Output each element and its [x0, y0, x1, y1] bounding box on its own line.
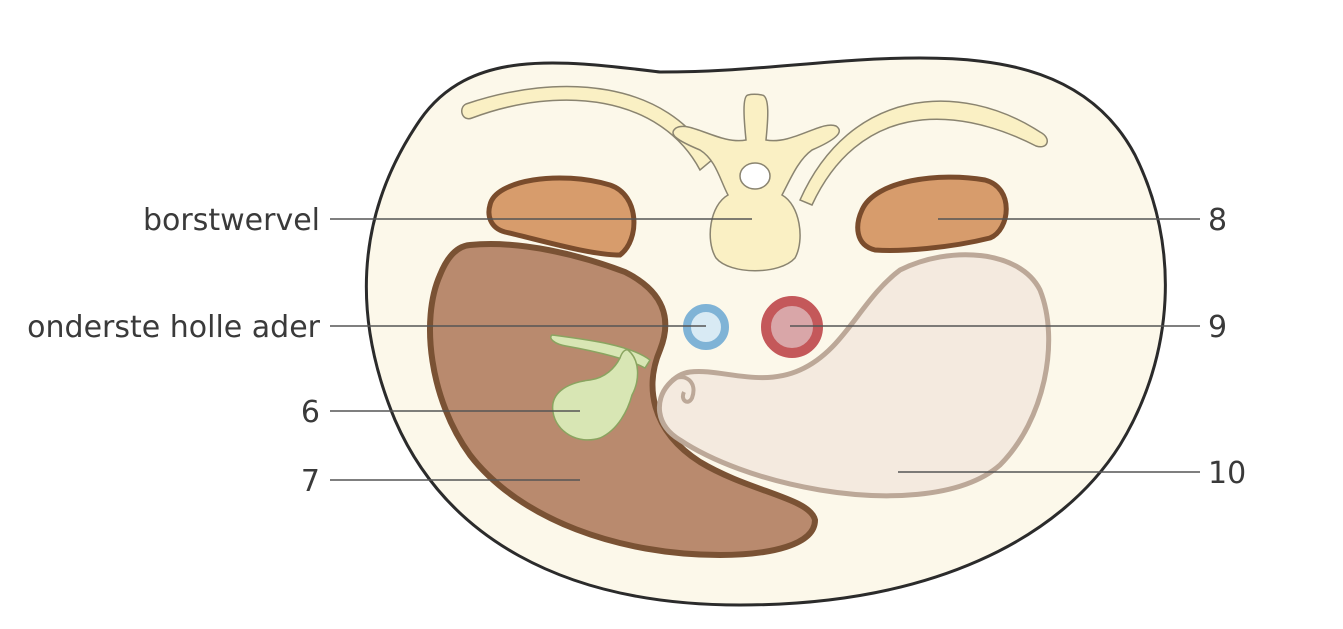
label-6: 6 — [301, 395, 320, 430]
stomach — [656, 252, 1052, 499]
rib-right — [799, 100, 1048, 206]
label-7: 7 — [301, 464, 320, 499]
label-9: 9 — [1208, 310, 1227, 345]
vena-cava — [683, 304, 729, 350]
pylorus — [670, 375, 696, 404]
label-onderste-holle-ader: onderste holle ader — [27, 310, 321, 345]
gallbladder — [551, 349, 639, 441]
spinal-canal — [739, 162, 771, 190]
label-8: 8 — [1208, 203, 1227, 238]
rib-left — [461, 85, 713, 172]
aorta — [761, 296, 823, 358]
label-10: 10 — [1208, 456, 1246, 491]
kidney-right — [855, 174, 1009, 253]
kidney-left — [486, 175, 637, 258]
label-borstwervel: borstwervel — [143, 203, 320, 238]
